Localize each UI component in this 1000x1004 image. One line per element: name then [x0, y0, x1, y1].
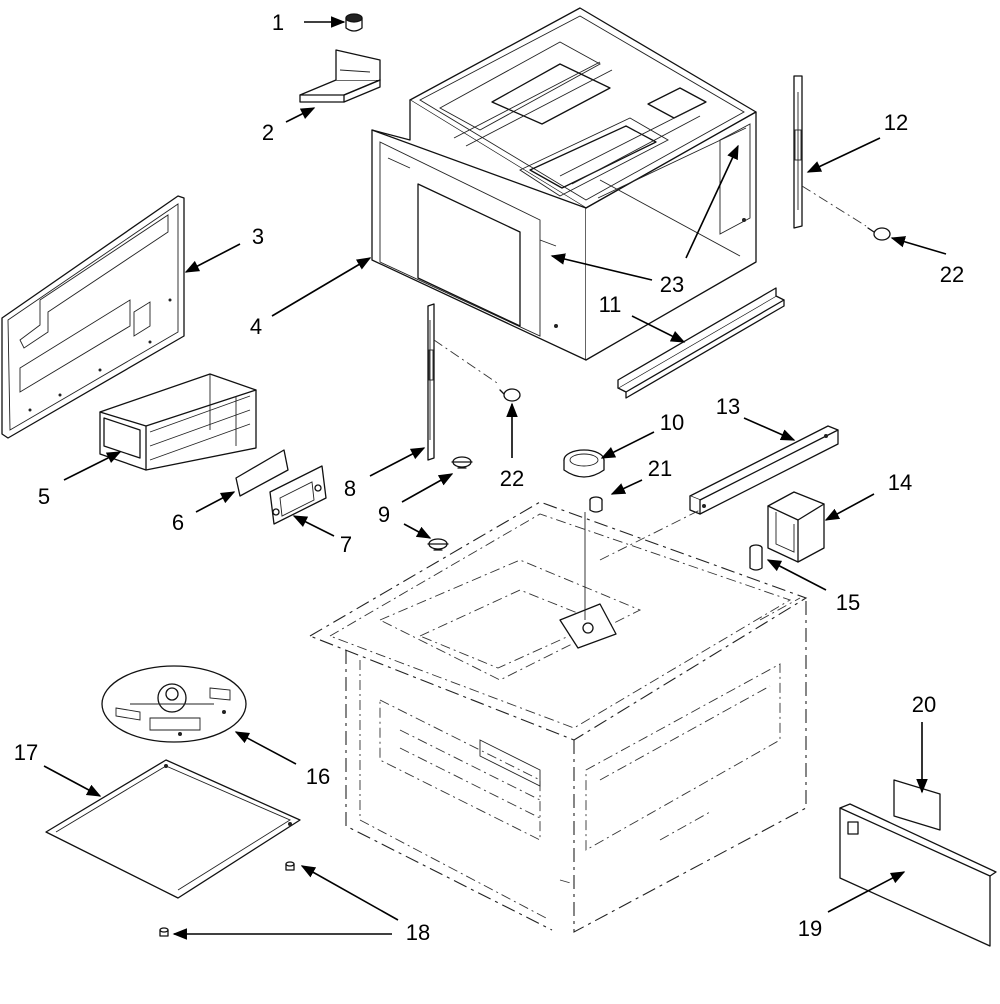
arrow-16: [234, 731, 297, 765]
arrow-3: [184, 243, 241, 273]
callout-6: 6: [172, 510, 184, 535]
arrow-5: [63, 451, 122, 481]
part-15-lamp: [749, 544, 763, 571]
callout-5: 5: [38, 484, 50, 509]
part-4-cavity-wrapper: [371, 7, 757, 361]
part-19-control-trim: [839, 803, 997, 947]
callout-4: 4: [250, 314, 262, 339]
part-7-board: [269, 465, 327, 525]
part-14-box: [767, 491, 825, 563]
arrow-17: [43, 765, 102, 797]
arrow-14: [824, 493, 875, 521]
arrow-8: [369, 447, 426, 477]
arrow-10: [600, 431, 655, 459]
arrow-9-lower: [403, 523, 432, 539]
part-1-knob: [345, 13, 363, 32]
arrow-2: [285, 107, 316, 123]
callout-12: 12: [884, 110, 908, 135]
arrow-11: [631, 315, 686, 343]
callout-1: 1: [272, 10, 284, 35]
callout-15: 15: [836, 590, 860, 615]
part-21-coupler: [589, 496, 603, 513]
part-10-motor: [563, 449, 605, 478]
leader-arrows: [43, 16, 947, 940]
callout-22-upper: 22: [940, 262, 964, 287]
part-11-channel: [617, 287, 785, 399]
part-9-thermostat-upper: [451, 456, 473, 469]
arrow-9-upper: [401, 473, 454, 503]
arrow-23-right: [685, 144, 739, 259]
part-22-screw-upper: [867, 227, 891, 241]
callout-18: 18: [406, 920, 430, 945]
callout-13: 13: [716, 394, 740, 419]
callout-9: 9: [378, 502, 390, 527]
oven-chassis-dashed: [308, 501, 808, 933]
arrow-15: [766, 559, 827, 591]
arrow-12: [806, 137, 881, 173]
part-18-foot-left: [159, 927, 169, 937]
callout-21: 21: [648, 456, 672, 481]
callout-3: 3: [252, 224, 264, 249]
callout-7: 7: [340, 532, 352, 557]
part-18-foot-right: [285, 861, 295, 871]
part-2-bracket: [299, 49, 381, 103]
screw-centerline: [433, 339, 501, 386]
callout-23: 23: [660, 272, 684, 297]
part-20-label: [893, 779, 941, 831]
callout-labels: 1 2 3 4 5 6 7 8 9 10 11 12 13 14 15 16 1…: [14, 10, 964, 945]
callout-11: 11: [599, 292, 622, 317]
callout-10: 10: [660, 410, 684, 435]
arrow-4: [271, 257, 372, 317]
callout-17: 17: [14, 740, 38, 765]
part-22-screw-lower: [499, 388, 521, 402]
arrow-7: [292, 515, 335, 537]
part-17-bottom-plate: [45, 759, 301, 899]
part-3-side-panel: [1, 195, 185, 439]
arrow-13: [743, 417, 796, 441]
part-5-duct-box: [99, 373, 257, 471]
callout-22-lower: 22: [500, 466, 524, 491]
arrow-23-left: [550, 253, 653, 281]
part-8-rail: [427, 303, 435, 461]
callout-20: 20: [912, 692, 936, 717]
arrow-21: [610, 479, 643, 495]
arrow-22-upper: [890, 236, 947, 255]
callout-19: 19: [798, 916, 822, 941]
callout-8: 8: [344, 476, 356, 501]
arrow-19: [827, 871, 906, 913]
screw-centerline-right: [801, 185, 867, 227]
callout-14: 14: [888, 470, 912, 495]
part-6-strip: [235, 449, 289, 497]
callout-16: 16: [306, 764, 330, 789]
part-12-rail: [793, 75, 803, 229]
arrow-18-upper: [300, 865, 399, 921]
arrow-6: [195, 491, 236, 513]
part-16-turntable-plate: [101, 665, 247, 743]
callout-2: 2: [262, 120, 274, 145]
part-9-thermostat-lower: [427, 538, 449, 551]
